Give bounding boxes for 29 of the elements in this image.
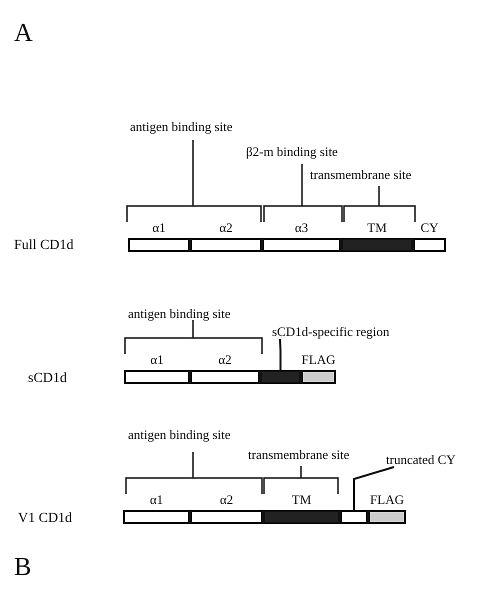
domain-label: α2 [219,220,233,235]
annotation-text: truncated CY [386,452,456,467]
domain-label: CY [420,220,439,235]
leader-line [279,338,282,370]
domain-label: α1 [152,220,166,235]
region-label: antigen binding site [128,305,231,322]
domain-label: TM [367,220,387,235]
annotation-text: sCD1d-specific region [272,324,390,339]
domain-label: FLAG [370,492,404,507]
region-label: β2-m binding site [246,143,338,160]
region-label: antigen binding site [130,118,233,135]
construct-name: Full CD1d [14,237,74,255]
region-label: antigen binding site [128,426,231,443]
domain-label: α1 [150,492,164,507]
panel-letter: B [14,552,32,582]
domain-segment [260,370,301,384]
domain-label: TM [292,492,312,507]
domain-label: α1 [150,352,164,367]
domain-label: FLAG [302,352,336,367]
domain-label: α2 [220,492,234,507]
domain-label: α3 [294,220,308,235]
leader-line [353,466,394,510]
region-label: transmembrane site [310,166,412,183]
construct-name: sCD1d [28,370,67,388]
construct-name: V1 CD1d [18,510,72,528]
domain-segment [340,510,368,524]
panel-letter: A [14,18,33,48]
domain-label: α2 [218,352,232,367]
region-label: transmembrane site [248,446,350,463]
